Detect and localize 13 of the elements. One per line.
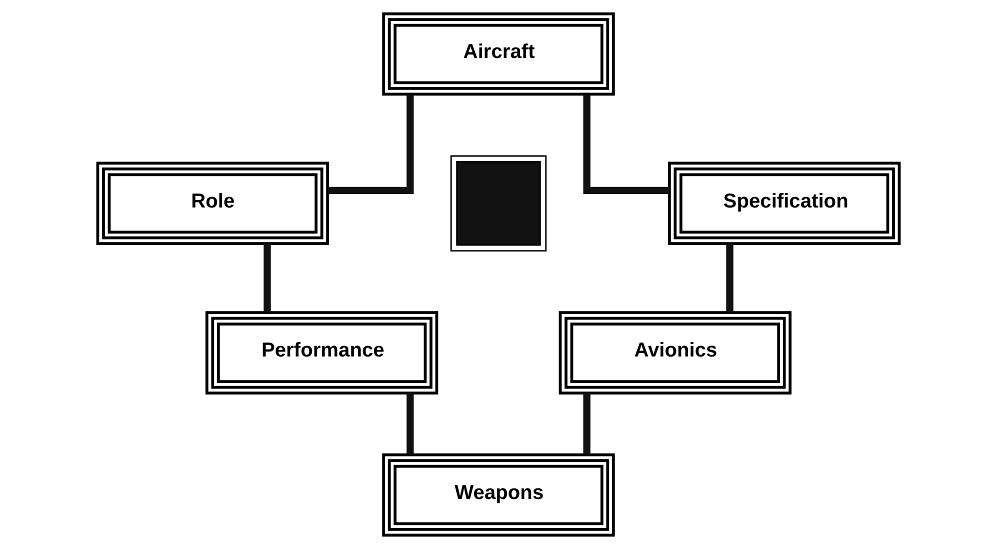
connector [583, 393, 590, 455]
node-box [450, 155, 547, 252]
connector [264, 244, 271, 312]
node-box: Aircraft [382, 12, 615, 96]
node-box: Performance [205, 311, 438, 394]
node-box: Role [96, 162, 329, 246]
node-box: Avionics [558, 311, 792, 394]
connector [726, 244, 734, 312]
connector [328, 94, 414, 194]
node-box: Weapons [382, 453, 615, 537]
connector [406, 393, 414, 455]
connector [583, 94, 669, 194]
node-box: Specification [668, 162, 901, 246]
